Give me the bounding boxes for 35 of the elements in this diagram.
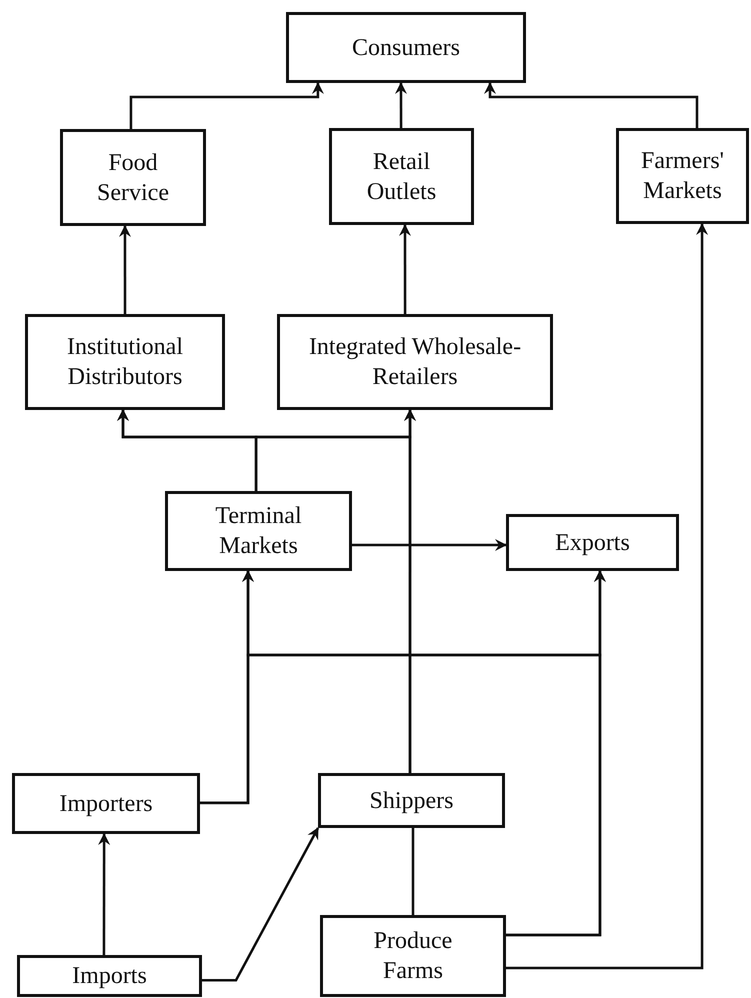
- process-box: [165, 491, 352, 571]
- process-box: [616, 128, 749, 224]
- arrow: [394, 82, 407, 128]
- process-box: [286, 12, 526, 83]
- arrow: [130, 82, 324, 129]
- arrow: [242, 570, 602, 936]
- box-label: Importers: [59, 790, 153, 818]
- process-box: [17, 955, 202, 997]
- arrow: [118, 225, 131, 314]
- box-label: Consumers: [352, 34, 460, 62]
- arrow: [254, 409, 416, 491]
- box-label: Produce Farms: [372, 927, 454, 986]
- arrow: [399, 224, 411, 314]
- arrow: [98, 833, 110, 955]
- box-label: Imports: [72, 962, 147, 991]
- box-label: Integrated Wholesale-Retailers: [308, 333, 522, 392]
- process-box: [12, 773, 200, 834]
- arrow: [352, 539, 507, 551]
- process-box: [329, 128, 474, 225]
- process-box: [25, 314, 225, 410]
- box-label: Retail Outlets: [366, 148, 438, 206]
- process-box: [318, 773, 505, 828]
- process-box: [60, 129, 206, 226]
- process-box: [277, 314, 553, 410]
- box-label: Food Service: [96, 148, 170, 208]
- box-label: Shippers: [370, 786, 454, 816]
- process-box: [320, 915, 506, 997]
- arrow: [484, 82, 698, 128]
- box-label: Farmers' Markets: [640, 147, 725, 206]
- box-label: Terminal Markets: [214, 502, 303, 561]
- arrow: [506, 223, 708, 970]
- box-label: Exports: [555, 528, 630, 558]
- arrow: [202, 827, 320, 982]
- process-box: [506, 514, 679, 571]
- box-label: Institutional Distributors: [66, 333, 184, 392]
